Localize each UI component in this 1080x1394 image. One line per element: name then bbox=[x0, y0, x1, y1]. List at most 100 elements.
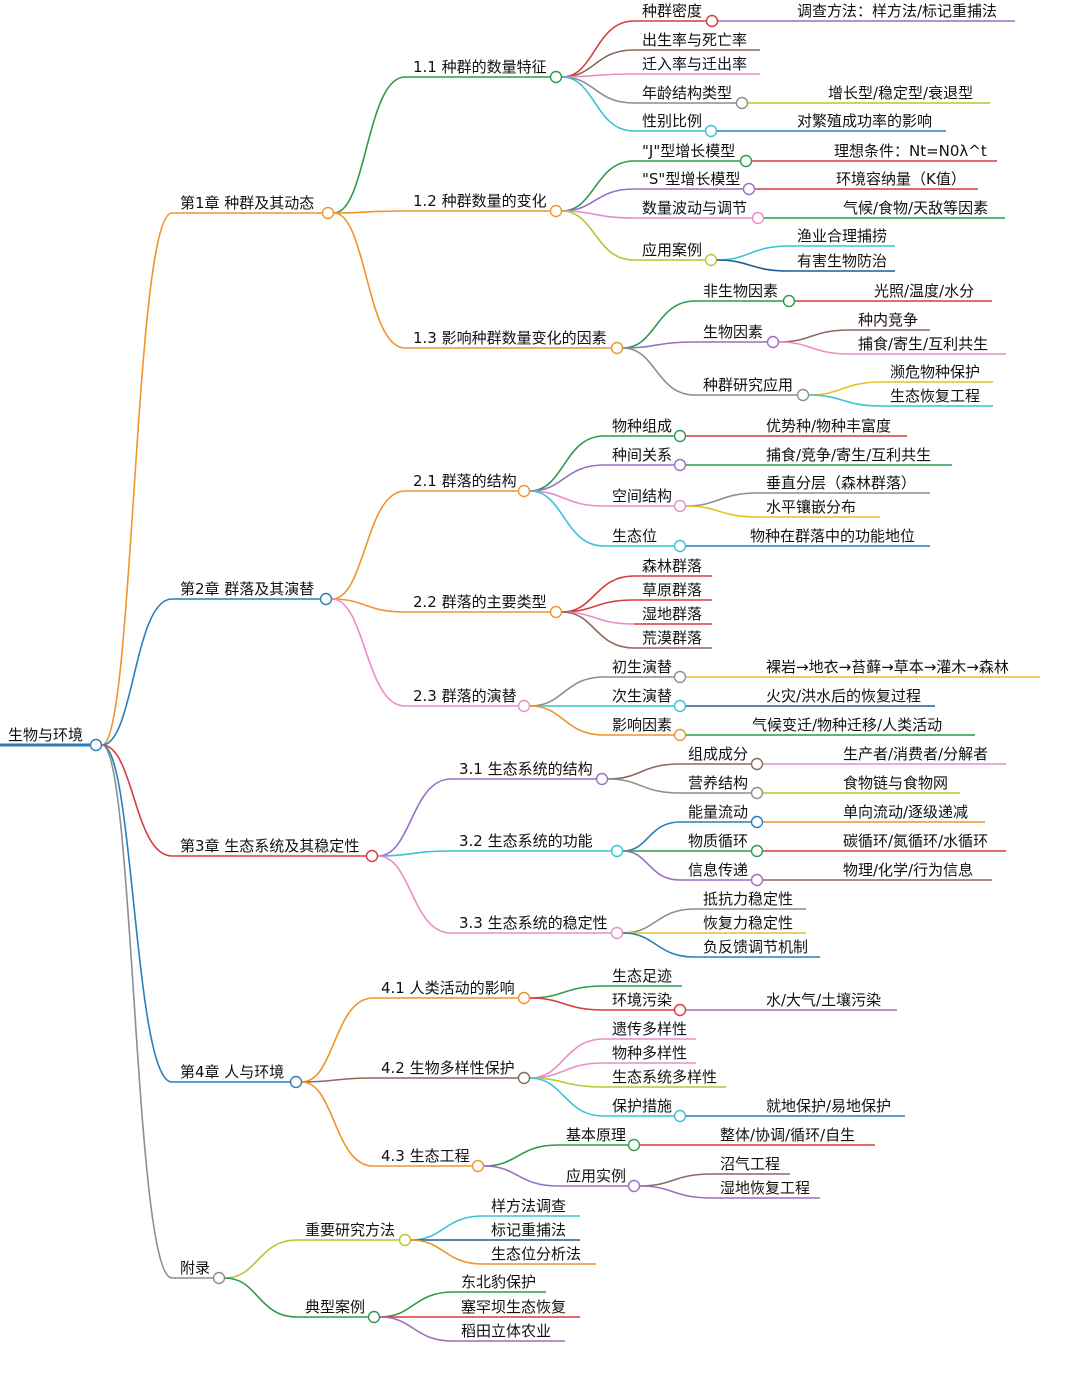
collapse-toggle-icon[interactable] bbox=[549, 70, 563, 84]
connector-line bbox=[622, 300, 696, 349]
connector-line bbox=[529, 1038, 605, 1079]
topic-node: 调查方法：样方法/标记重捕法 bbox=[797, 2, 997, 20]
collapse-toggle-icon[interactable] bbox=[673, 728, 687, 742]
collapse-toggle-icon[interactable] bbox=[673, 429, 687, 443]
section-topic: 2.2 群落的主要类型 bbox=[413, 593, 547, 611]
collapse-toggle-icon[interactable] bbox=[739, 154, 753, 168]
collapse-toggle-icon[interactable] bbox=[751, 211, 765, 225]
connector-line bbox=[301, 997, 374, 1083]
collapse-toggle-icon[interactable] bbox=[517, 1071, 531, 1085]
connector-line bbox=[529, 997, 605, 1011]
connector-line bbox=[639, 1173, 713, 1187]
connector-line bbox=[561, 210, 635, 261]
collapse-toggle-icon[interactable] bbox=[704, 253, 718, 267]
collapse-toggle-icon[interactable] bbox=[673, 458, 687, 472]
collapse-toggle-icon[interactable] bbox=[673, 1003, 687, 1017]
connector-line bbox=[483, 1165, 559, 1187]
collapse-toggle-icon[interactable] bbox=[595, 772, 609, 786]
section-topic: 3.3 生态系统的稳定性 bbox=[459, 914, 608, 932]
collapse-toggle-icon[interactable] bbox=[735, 96, 749, 110]
collapse-toggle-icon[interactable] bbox=[89, 738, 103, 752]
collapse-toggle-icon[interactable] bbox=[627, 1138, 641, 1152]
collapse-toggle-icon[interactable] bbox=[289, 1075, 303, 1089]
topic-node: 年龄结构类型 bbox=[642, 84, 732, 102]
collapse-toggle-icon[interactable] bbox=[750, 786, 764, 800]
collapse-toggle-icon[interactable] bbox=[673, 1109, 687, 1123]
connector-line bbox=[529, 1077, 605, 1117]
topic-node: 种内竞争 bbox=[858, 311, 918, 329]
connector-line bbox=[561, 210, 635, 219]
connector-line bbox=[778, 341, 851, 355]
collapse-toggle-icon[interactable] bbox=[750, 873, 764, 887]
collapse-toggle-icon[interactable] bbox=[766, 335, 780, 349]
collapse-toggle-icon[interactable] bbox=[704, 124, 718, 138]
connector-line bbox=[410, 1239, 484, 1265]
connector-line bbox=[622, 341, 696, 349]
root-topic: 生物与环境 bbox=[8, 726, 83, 744]
topic-node: 气候变迁/物种迁移/人类活动 bbox=[752, 716, 942, 734]
topic-node: 标记重捕法 bbox=[491, 1221, 566, 1239]
topic-node: 对繁殖成功率的影响 bbox=[797, 112, 932, 130]
collapse-toggle-icon[interactable] bbox=[750, 844, 764, 858]
topic-node: 草原群落 bbox=[642, 581, 702, 599]
collapse-toggle-icon[interactable] bbox=[471, 1159, 485, 1173]
collapse-toggle-icon[interactable] bbox=[673, 499, 687, 513]
collapse-toggle-icon[interactable] bbox=[673, 539, 687, 553]
collapse-toggle-icon[interactable] bbox=[549, 204, 563, 218]
topic-node: 生态足迹 bbox=[612, 967, 672, 985]
connector-line bbox=[529, 1077, 605, 1088]
topic-node: 塞罕坝生态恢复 bbox=[461, 1298, 566, 1316]
collapse-toggle-icon[interactable] bbox=[750, 815, 764, 829]
collapse-toggle-icon[interactable] bbox=[796, 388, 810, 402]
topic-node: 应用实例 bbox=[566, 1167, 626, 1185]
collapse-toggle-icon[interactable] bbox=[610, 341, 624, 355]
topic-node: 营养结构 bbox=[688, 774, 748, 792]
topic-node: 生态系统多样性 bbox=[612, 1068, 717, 1086]
collapse-toggle-icon[interactable] bbox=[321, 206, 335, 220]
chapter-topic: 第3章 生态系统及其稳定性 bbox=[180, 837, 359, 855]
collapse-toggle-icon[interactable] bbox=[212, 1271, 226, 1285]
collapse-toggle-icon[interactable] bbox=[365, 849, 379, 863]
topic-node: 物质循环 bbox=[688, 832, 748, 850]
topic-node: 物种在群落中的功能地位 bbox=[750, 527, 915, 545]
collapse-toggle-icon[interactable] bbox=[367, 1310, 381, 1324]
collapse-toggle-icon[interactable] bbox=[517, 991, 531, 1005]
collapse-toggle-icon[interactable] bbox=[319, 592, 333, 606]
connector-line bbox=[716, 245, 790, 261]
topic-node: 次生演替 bbox=[612, 687, 672, 705]
topic-node: 遗传多样性 bbox=[612, 1020, 687, 1038]
collapse-toggle-icon[interactable] bbox=[673, 670, 687, 684]
collapse-toggle-icon[interactable] bbox=[398, 1233, 412, 1247]
connector-line bbox=[101, 744, 173, 1083]
connector-line bbox=[685, 505, 759, 518]
topic-node: 组成成分 bbox=[688, 745, 748, 763]
topic-node: 水/大气/土壤污染 bbox=[766, 991, 881, 1009]
connector-line bbox=[529, 676, 605, 707]
section-topic: 1.2 种群数量的变化 bbox=[413, 192, 547, 210]
collapse-toggle-icon[interactable] bbox=[750, 757, 764, 771]
collapse-toggle-icon[interactable] bbox=[517, 484, 531, 498]
connector-line bbox=[529, 490, 605, 547]
section-topic: 3.1 生态系统的结构 bbox=[459, 760, 593, 778]
section-topic: 1.3 影响种群数量变化的因素 bbox=[413, 329, 607, 347]
topic-node: 生物因素 bbox=[703, 323, 763, 341]
section-topic: 3.2 生态系统的功能 bbox=[459, 832, 593, 850]
collapse-toggle-icon[interactable] bbox=[705, 14, 719, 28]
collapse-toggle-icon[interactable] bbox=[627, 1179, 641, 1193]
topic-node: 增长型/稳定型/衰退型 bbox=[828, 84, 973, 102]
collapse-toggle-icon[interactable] bbox=[517, 699, 531, 713]
topic-node: 保护措施 bbox=[612, 1097, 672, 1115]
collapse-toggle-icon[interactable] bbox=[782, 294, 796, 308]
collapse-toggle-icon[interactable] bbox=[610, 844, 624, 858]
topic-node: 非生物因素 bbox=[703, 282, 778, 300]
connector-line bbox=[529, 705, 605, 736]
connector-line bbox=[561, 20, 635, 78]
collapse-toggle-icon[interactable] bbox=[549, 605, 563, 619]
topic-node: 生态位 bbox=[612, 527, 657, 545]
collapse-toggle-icon[interactable] bbox=[673, 699, 687, 713]
collapse-toggle-icon[interactable] bbox=[610, 926, 624, 940]
topic-node: 应用案例 bbox=[642, 241, 702, 259]
collapse-toggle-icon[interactable] bbox=[742, 182, 756, 196]
connector-line bbox=[101, 598, 173, 746]
topic-node: 空间结构 bbox=[612, 487, 672, 505]
